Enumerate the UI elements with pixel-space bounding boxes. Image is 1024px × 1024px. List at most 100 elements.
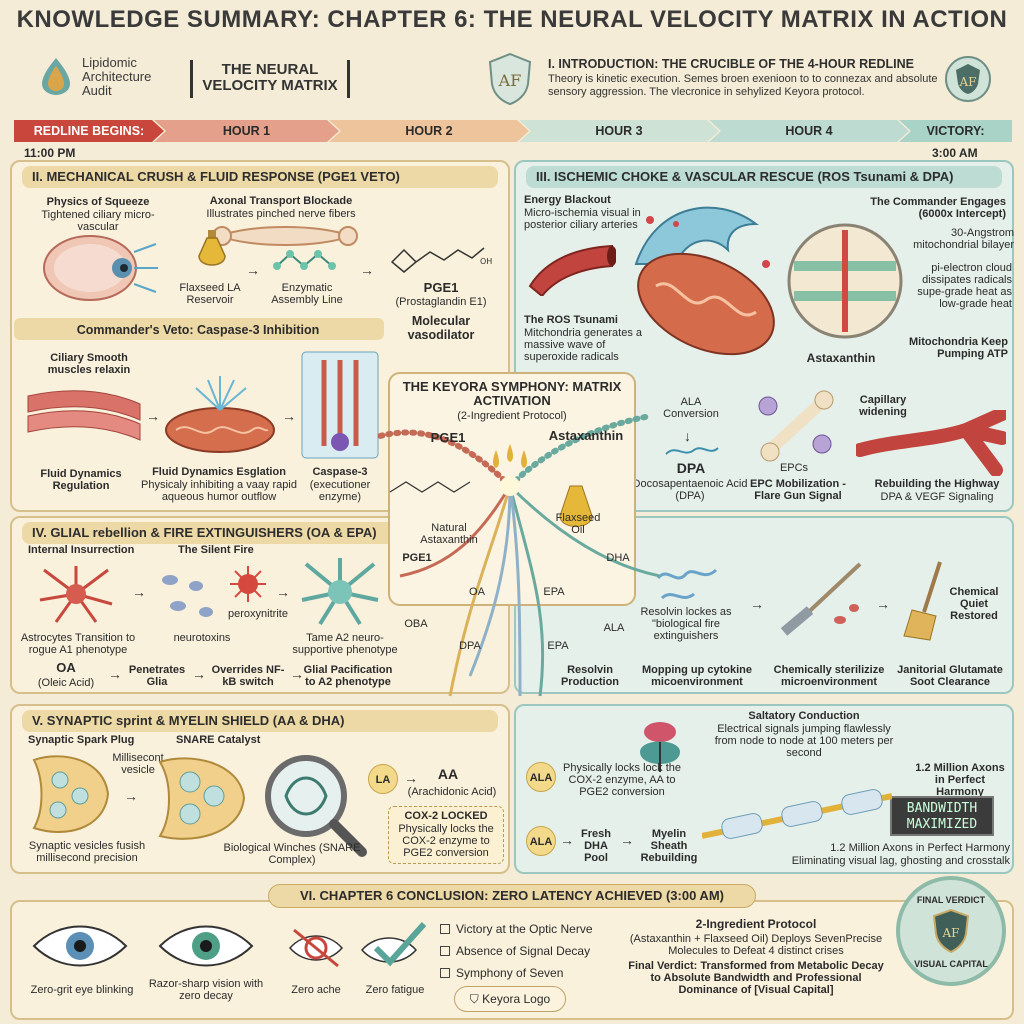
squeeze-title: Physics of Squeeze: [46, 196, 150, 208]
arrow-icon: →: [620, 832, 634, 848]
brand-logo: Lipidomic Architecture Audit: [38, 52, 178, 102]
nerve-fiber-icon: [212, 226, 358, 246]
section-5-heading: V. SYNAPTIC sprint & MYELIN SHIELD (AA &…: [22, 710, 498, 732]
check-item-2: Absence of Signal Decay: [440, 944, 590, 958]
veto-heading: Commander's Veto: Caspase-3 Inhibition: [76, 323, 320, 337]
aa-sub: (Arachidonic Acid): [407, 786, 497, 798]
seal-crest-icon: AF: [945, 56, 991, 102]
seal-shield-icon: AF: [932, 908, 970, 954]
keyora-logo: ⛉ Keyora Logo: [454, 986, 566, 1012]
ciliary-muscle-icon: [27, 390, 141, 441]
resolvin-production-label: Resolvin Production: [560, 664, 620, 688]
protocol-sub: (Astaxanthin + Flaxseed Oil) Deploys Sev…: [629, 933, 883, 957]
eye-4-label: Zero fatigue: [365, 984, 425, 996]
magnified-bilayer-icon: [787, 223, 903, 339]
sterilize-label: Chemically sterilizize microenvironment: [773, 664, 885, 688]
protocol-title: 2-Ingredient Protocol: [695, 917, 817, 931]
janitorial-label: Janitorial Glutamate Soot Clearance: [897, 664, 1003, 688]
timeline-hour-2: HOUR 2: [329, 120, 529, 142]
capillary-label: Capillary widening: [859, 394, 907, 418]
badge-line-2: VELOCITY MATRIX: [202, 77, 338, 94]
silent-fire-label: The Silent Fire: [178, 544, 254, 556]
veto-header-bar: [14, 318, 384, 340]
timeline-hour-3: HOUR 3: [519, 120, 719, 142]
oa-label: OA: [56, 660, 76, 675]
center-pge1: PGE1: [430, 430, 466, 445]
badge-line-1: THE NEURAL: [221, 61, 319, 78]
fluid-esc-sub: Physicaly inhibiting a vaay rapid aqueou…: [141, 479, 297, 503]
vasodilator-label: Molecular vasodilator: [407, 314, 475, 342]
arrow-icon: →: [282, 408, 296, 424]
check-item-1: Victory at the Optic Nerve: [440, 922, 593, 936]
glial-label: Glial Pacification to A2 phenotype: [303, 664, 393, 688]
center-dha: DHA: [606, 552, 630, 564]
peroxynitrite-label: peroxynitrite: [228, 608, 288, 620]
peroxynitrite-icon: [230, 566, 266, 602]
section-5-panel-right: [514, 704, 1014, 874]
checkbox-icon: [440, 924, 450, 934]
ala-badge-2: ALA: [526, 826, 556, 856]
epcs-label: EPCs: [779, 462, 809, 474]
resolvin-molecules-icon: [656, 568, 718, 600]
artery-icon: [528, 244, 616, 296]
center-ala: ALA: [603, 622, 625, 634]
axonal-sub: Illustrates pinched nerve fibers: [206, 208, 356, 220]
astrocyte-a1-icon: [39, 566, 113, 623]
symphony-strands-diagram: [377, 413, 660, 697]
start-time: 11:00 PM: [24, 146, 76, 160]
eye-3-label: Zero ache: [291, 984, 341, 996]
timeline-hour-1: HOUR 1: [154, 120, 339, 142]
check-item-3: Symphony of Seven: [440, 966, 563, 980]
caspase-sub: (executioner enzyme): [309, 479, 371, 503]
enzyme-chain-icon: [273, 250, 336, 270]
cox-locked-box: [388, 806, 504, 864]
overrides-label: Overrides NF-kB switch: [211, 664, 285, 688]
eye-2-label: Razor-sharp vision with zero decay: [148, 978, 264, 1002]
section-4-heading: IV. GLIAL rebellion & FIRE EXTINGUISHERS…: [22, 522, 498, 544]
section-6-heading: VI. CHAPTER 6 CONCLUSION: ZERO LATENCY A…: [300, 888, 724, 903]
resolvin-locks-label: Resolvin lockes as "biological fire exti…: [640, 606, 732, 642]
ros-tsunami-mitochondria-icon: [634, 206, 775, 356]
ros-sub: Mitchondria generates a massive wave of …: [524, 327, 643, 363]
section-3-heading: III. ISCHEMIC CHOKE & VASCULAR RESCUE (R…: [526, 166, 1002, 188]
seal-top-text: FINAL VERDICT: [916, 895, 986, 905]
shield-crest-icon: AF: [488, 52, 532, 106]
check-item-1-label: Victory at the Optic Nerve: [456, 922, 593, 936]
lipid-drop-icon: [42, 58, 70, 95]
section-2-heading: II. MECHANICAL CRUSH & FLUID RESPONSE (P…: [22, 166, 498, 188]
astaxanthin-label: Astaxanthin: [806, 351, 876, 365]
arrow-icon: →: [132, 584, 146, 600]
final-verdict-text: Final Verdict: Transformed from Metaboli…: [628, 960, 884, 996]
arrow-icon: →: [560, 832, 574, 848]
flaxseed-label: Flaxseed LA Reservoir: [179, 282, 241, 306]
pge1-molecule-icon: OH: [390, 247, 492, 273]
caspase-label: Caspase-3: [312, 466, 368, 478]
myelin-label: Myelin Sheath Rebuilding: [640, 828, 698, 864]
center-epa: EPA: [543, 586, 565, 598]
broom-icon: [903, 561, 942, 641]
cox-locked-title: COX-2 LOCKED: [404, 810, 488, 822]
la-badge: LA: [368, 764, 398, 794]
millisecond-label: Millisecont vesicle: [112, 752, 164, 776]
arrow-icon: →: [876, 596, 890, 612]
spark-plug-label: Synaptic Spark Plug: [28, 734, 135, 746]
no-ache-icon: [289, 928, 343, 968]
brand-line-1: Lipidomic: [82, 55, 137, 70]
chem-quiet-label: Chemical Quiet Restored: [949, 586, 999, 622]
timeline: REDLINE BEGINS: HOUR 1 HOUR 2 HOUR 3 HOU…: [14, 120, 1012, 142]
keyora-shield-icon: ⛉: [469, 992, 483, 1006]
ala-badge-1: ALA: [526, 762, 556, 792]
center-pge1-b: PGE1: [402, 552, 432, 564]
center-natural-astaxanthin: Natural Astaxanthin: [420, 522, 478, 546]
checkbox-icon: [440, 946, 450, 956]
saltatory-label: Saltatory Conduction: [748, 710, 860, 722]
eliminating-label: Eliminating visual lag, ghosting and cro…: [791, 855, 1010, 867]
dpa-sub: Docosapentaenoic Acid (DPA): [632, 478, 748, 502]
brand-line-3: Audit: [82, 83, 112, 98]
arrow-icon: →: [404, 770, 418, 786]
check-item-3-label: Symphony of Seven: [456, 966, 564, 980]
arrow-icon: →: [246, 262, 260, 278]
axonal-title: Axonal Transport Blockade: [209, 195, 353, 207]
center-oa: OA: [469, 586, 485, 598]
energy-sub: Micro-ischemia visual in posterior cilia…: [524, 207, 641, 231]
